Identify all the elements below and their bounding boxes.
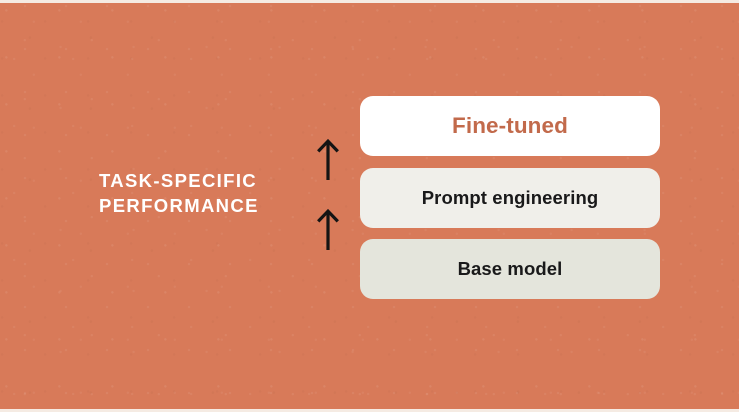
stack-card-label: Prompt engineering [421, 187, 599, 208]
axis-label-line-2: PERFORMANCE [99, 195, 259, 216]
stack-card-prompt-engineering: Prompt engineering [360, 168, 660, 228]
axis-label-line-1: TASK-SPECIFIC [99, 170, 258, 191]
task-specific-performance-label: TASK-SPECIFIC PERFORMANCE [99, 168, 319, 218]
stack-card-base-model: Base model [360, 239, 660, 299]
stack-card-label: Fine-tuned [452, 113, 568, 138]
stack-card-fine-tuned: Fine-tuned [360, 96, 660, 156]
arrow-up-icon [316, 139, 340, 181]
stack-card-label: Base model [457, 258, 563, 279]
arrow-up-icon [316, 209, 340, 251]
paper-edge-bottom [0, 409, 739, 412]
paper-edge-top [0, 0, 739, 3]
